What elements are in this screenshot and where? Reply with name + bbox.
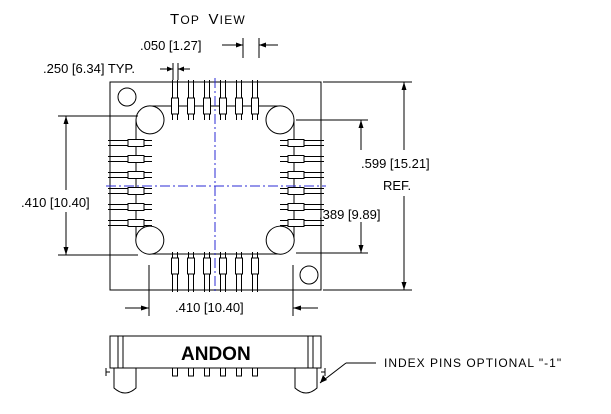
pin-contact <box>287 139 305 147</box>
pin-contact <box>287 187 305 195</box>
index-pin-note: INDEX PINS OPTIONAL "-1" <box>384 356 562 370</box>
pin <box>219 252 227 292</box>
pin <box>280 187 324 195</box>
socket-side-view <box>105 335 326 394</box>
pin-contact <box>203 257 211 275</box>
pins-right-column <box>280 139 324 227</box>
pin <box>108 171 152 179</box>
body-width-dimension <box>125 265 318 316</box>
pins-top-row <box>171 80 259 120</box>
pitch-label: .050 [1.27] <box>140 38 201 53</box>
side-pin <box>204 367 210 377</box>
pin-contact <box>127 139 145 147</box>
index-pin-leader <box>319 362 376 384</box>
pin <box>187 80 195 120</box>
pin-contact <box>127 219 145 227</box>
overall-height-value: .599 [15.21] <box>361 156 430 171</box>
pin <box>280 171 324 179</box>
pin <box>108 155 152 163</box>
pin-contact <box>171 97 179 115</box>
pin <box>187 252 195 292</box>
side-pin <box>252 367 258 377</box>
pin <box>251 80 259 120</box>
socket-body-top-view <box>106 78 326 294</box>
body-height-label: .410 [10.40] <box>21 195 90 210</box>
pin-contact <box>235 97 243 115</box>
pin-contact <box>171 257 179 275</box>
pin <box>108 187 152 195</box>
pin <box>280 203 324 211</box>
pin <box>219 80 227 120</box>
pins-left-column <box>108 139 152 227</box>
pitch-dimension <box>222 38 278 58</box>
pin-contact <box>287 219 305 227</box>
view-title: TOP VIEW <box>170 11 246 28</box>
pin <box>280 155 324 163</box>
pin-contact <box>127 203 145 211</box>
pin-contact <box>127 187 145 195</box>
pin-contact <box>219 97 227 115</box>
side-pin <box>188 367 194 377</box>
brand-label: ANDON <box>181 344 251 365</box>
side-pin <box>220 367 226 377</box>
pin-contact <box>187 97 195 115</box>
pin-contact <box>203 97 211 115</box>
pin-contact <box>287 203 305 211</box>
pin <box>171 80 179 120</box>
pin <box>108 203 152 211</box>
pin-contact <box>251 257 259 275</box>
pin <box>251 252 259 292</box>
pin-contact <box>287 155 305 163</box>
pin <box>280 139 324 147</box>
side-pin <box>172 367 178 377</box>
pin-contact <box>251 97 259 115</box>
body-width-label: .410 [10.40] <box>175 300 244 315</box>
pin-contact <box>187 257 195 275</box>
pin-contact <box>127 171 145 179</box>
pin-span-dimension <box>296 119 368 254</box>
pins-side-view <box>172 367 258 377</box>
pin <box>108 139 152 147</box>
pin-contact <box>127 155 145 163</box>
pin-width-label: .250 [6.34] TYP. <box>43 61 135 76</box>
overall-height-ref: REF. <box>383 178 411 193</box>
side-pin <box>236 367 242 377</box>
pin <box>203 252 211 292</box>
pin <box>203 80 211 120</box>
pin-contact <box>235 257 243 275</box>
pin <box>280 219 324 227</box>
pin-contact <box>219 257 227 275</box>
pin <box>171 252 179 292</box>
pin-contact <box>287 171 305 179</box>
body-height-dimension <box>58 115 138 256</box>
pin-span-label: .389 [9.89] <box>319 207 380 222</box>
pin <box>235 252 243 292</box>
pin <box>108 219 152 227</box>
overall-height-dimension <box>323 81 412 291</box>
pin-width-dimension <box>160 63 190 80</box>
pins-bottom-row <box>171 252 259 292</box>
pin <box>235 80 243 120</box>
